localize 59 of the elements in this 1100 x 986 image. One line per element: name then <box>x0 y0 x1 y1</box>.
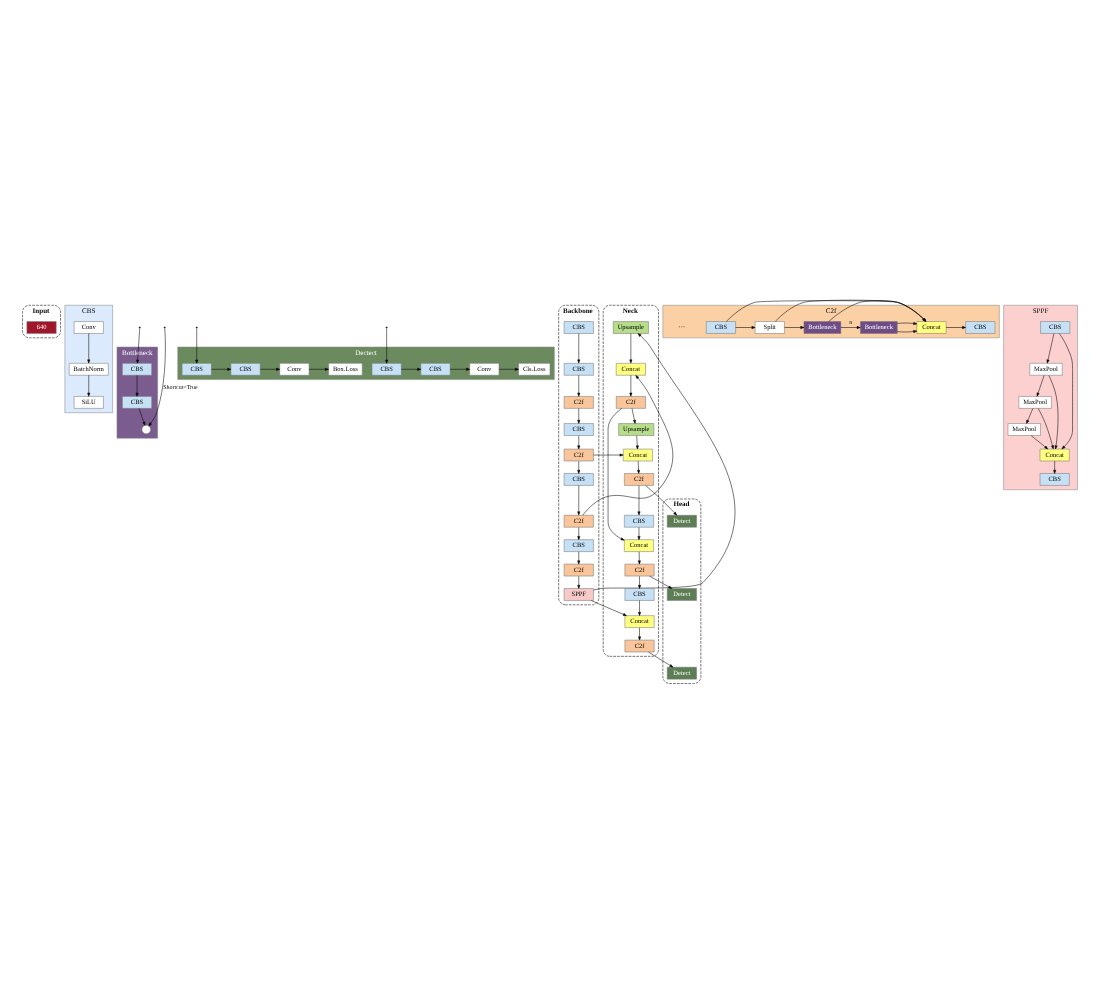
arrow <box>1059 332 1073 449</box>
arrow <box>840 325 861 328</box>
arrow <box>385 326 389 363</box>
arrow <box>637 526 641 539</box>
arrow <box>775 298 927 321</box>
arrow <box>638 599 641 615</box>
arrow <box>635 434 639 449</box>
arrow <box>582 374 674 515</box>
arrow <box>638 626 641 640</box>
arrow <box>308 366 329 370</box>
arrow <box>577 550 581 564</box>
arrow <box>637 550 641 564</box>
arrow <box>260 366 280 370</box>
arrow <box>577 434 581 449</box>
arrow <box>735 325 756 328</box>
arrow <box>629 332 633 363</box>
arrow <box>590 599 627 615</box>
arrow <box>593 332 736 590</box>
arrow <box>607 407 625 540</box>
arrow <box>897 329 918 332</box>
arrow <box>945 325 966 328</box>
arrow <box>577 374 581 396</box>
arrow <box>828 299 927 321</box>
arrow <box>449 366 470 370</box>
arrow <box>401 366 422 370</box>
arrow <box>897 321 918 324</box>
arrow <box>577 575 581 588</box>
arrow <box>577 332 581 363</box>
arrow <box>1026 407 1034 423</box>
arrow <box>593 452 624 456</box>
arrow <box>577 459 581 473</box>
arrow <box>1030 434 1049 449</box>
arrow <box>648 650 674 667</box>
arrow <box>649 574 673 588</box>
arrow <box>1046 332 1055 363</box>
arrow <box>577 484 581 515</box>
arrow <box>136 326 140 363</box>
arrow <box>1048 374 1059 449</box>
arrow <box>1036 374 1045 396</box>
arrow <box>784 325 805 328</box>
arrow <box>1037 407 1054 449</box>
arrow <box>148 326 166 426</box>
arrow <box>135 374 139 396</box>
arrow <box>577 526 581 539</box>
arrow <box>726 299 927 321</box>
arrow <box>637 484 641 515</box>
arrow <box>637 459 640 473</box>
arrow <box>645 484 678 515</box>
arrow <box>629 374 633 396</box>
arrow <box>498 366 519 370</box>
arrow <box>638 575 641 588</box>
arrow <box>1053 459 1057 473</box>
arrow <box>87 332 91 363</box>
arrow <box>211 366 232 370</box>
arrow <box>195 326 199 363</box>
arrow <box>631 407 636 423</box>
arrow <box>87 374 91 396</box>
arrow <box>138 407 152 426</box>
arrow <box>577 407 581 423</box>
